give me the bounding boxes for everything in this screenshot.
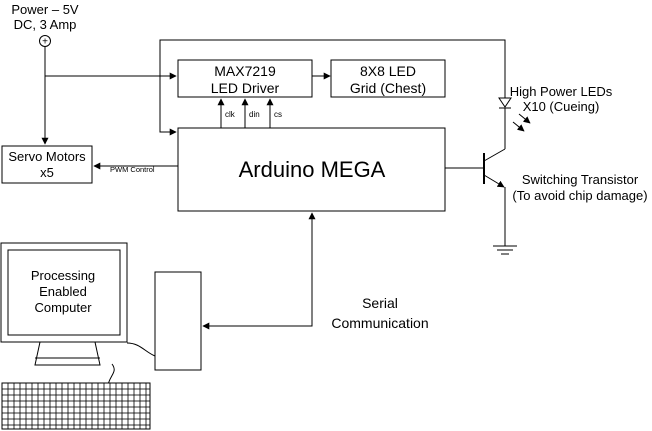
servo-motors-label-line2: x5: [40, 165, 54, 180]
transistor-collector: [483, 148, 506, 162]
switching-transistor-label-line2: (To avoid chip damage): [512, 188, 647, 203]
ground-icon: [493, 245, 517, 255]
power-label-line2: DC, 3 Amp: [14, 17, 77, 32]
led-loop-wire: [159, 39, 506, 136]
din-label: din: [249, 110, 260, 119]
serial-label-line1: Serial: [362, 295, 398, 311]
computer-tower: [154, 271, 202, 371]
monitor-cable: [126, 342, 156, 357]
power-plus-symbol: +: [42, 37, 48, 48]
arduino-mega-box: [177, 127, 446, 212]
computer-label-line2: Enabled: [39, 284, 87, 299]
high-power-leds-label-line2: X10 (Cueing): [523, 99, 600, 114]
cs-label: cs: [274, 110, 282, 119]
computer-label-line3: Computer: [34, 300, 92, 315]
transistor-emitter: [483, 174, 505, 188]
led-grid-label-line1: 8X8 LED: [360, 63, 416, 79]
clk-label: clk: [225, 110, 236, 119]
led-grid-box: [330, 59, 446, 98]
switching-transistor-label-line1: Switching Transistor: [522, 172, 639, 187]
servo-motors-box: [1, 145, 93, 184]
keyboard-cable: [107, 363, 115, 386]
computer-label-line1: Processing: [31, 268, 95, 283]
keyboard-icon: [1, 382, 151, 430]
light-emission-icon: [512, 113, 531, 132]
max7219-label-line2: LED Driver: [211, 80, 280, 96]
led-grid-label-line2: Grid (Chest): [350, 80, 426, 96]
monitor-icon: [0, 242, 128, 366]
max7219-box: [177, 59, 313, 98]
led-diode-icon: [498, 88, 512, 110]
max7219-label-line1: MAX7219: [214, 63, 276, 79]
power-terminal-icon: [39, 35, 51, 47]
servo-motors-label-line1: Servo Motors: [8, 149, 86, 164]
pwm-control-label: PWM Control: [110, 165, 155, 174]
arduino-mega-label: Arduino MEGA: [239, 157, 386, 182]
serial-label-line2: Communication: [331, 315, 428, 331]
serial-communication-wire: [202, 212, 316, 330]
high-power-leds-label-line1: High Power LEDs: [510, 84, 613, 99]
power-label-line1: Power – 5V: [11, 2, 79, 17]
